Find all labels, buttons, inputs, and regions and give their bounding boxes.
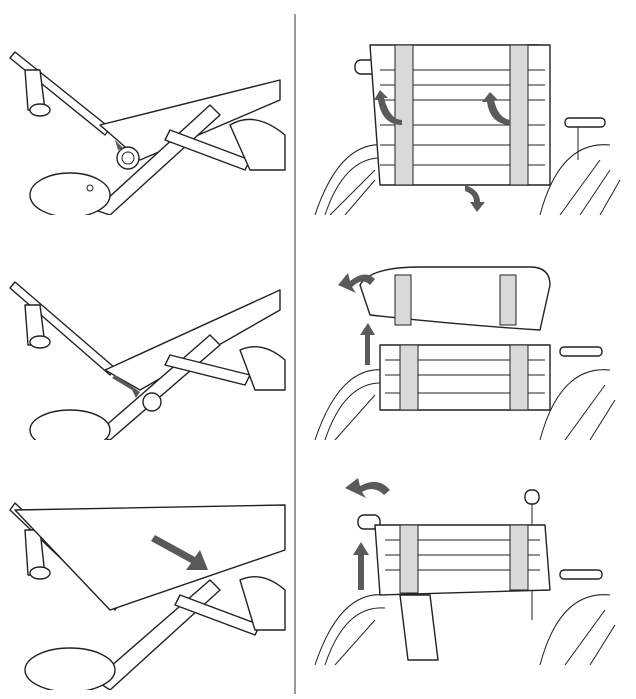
cross-brace [94, 104, 251, 215]
right-step-1-panel [310, 30, 630, 215]
left-step-3-panel [0, 495, 290, 690]
right-step-2-panel [310, 255, 630, 440]
left-step-1-panel [0, 40, 290, 215]
arrow-curl-down [465, 185, 485, 212]
right-step-3-panel [310, 470, 630, 665]
arrow-rotate-left [345, 478, 390, 498]
armrest [564, 117, 606, 160]
seat-panel [399, 594, 439, 661]
arrow-up [360, 323, 375, 365]
arrow-rotate-left [338, 273, 375, 293]
backrest-lower [379, 344, 551, 411]
left-wheel [314, 144, 386, 215]
frame-tube [9, 51, 111, 136]
right-wheel [539, 144, 621, 215]
back-cushion-lifted [359, 266, 551, 331]
arrow-down-into-cap [115, 140, 123, 150]
armrest-bracket [229, 118, 286, 171]
wheel-hub [29, 172, 111, 215]
arrow-up [353, 542, 369, 590]
arrow-curl-right [482, 92, 510, 125]
arrow-curl-left [374, 90, 402, 125]
arrow-cap-removed [112, 375, 140, 398]
arrow-slide-fabric [151, 535, 208, 570]
left-step-2-panel [0, 280, 290, 440]
backrest-cover [374, 524, 551, 596]
center-divider [294, 14, 296, 694]
removed-cap [142, 392, 162, 412]
backrest-straps [380, 44, 545, 186]
backrest-frame [369, 44, 551, 186]
end-cap [116, 146, 140, 170]
